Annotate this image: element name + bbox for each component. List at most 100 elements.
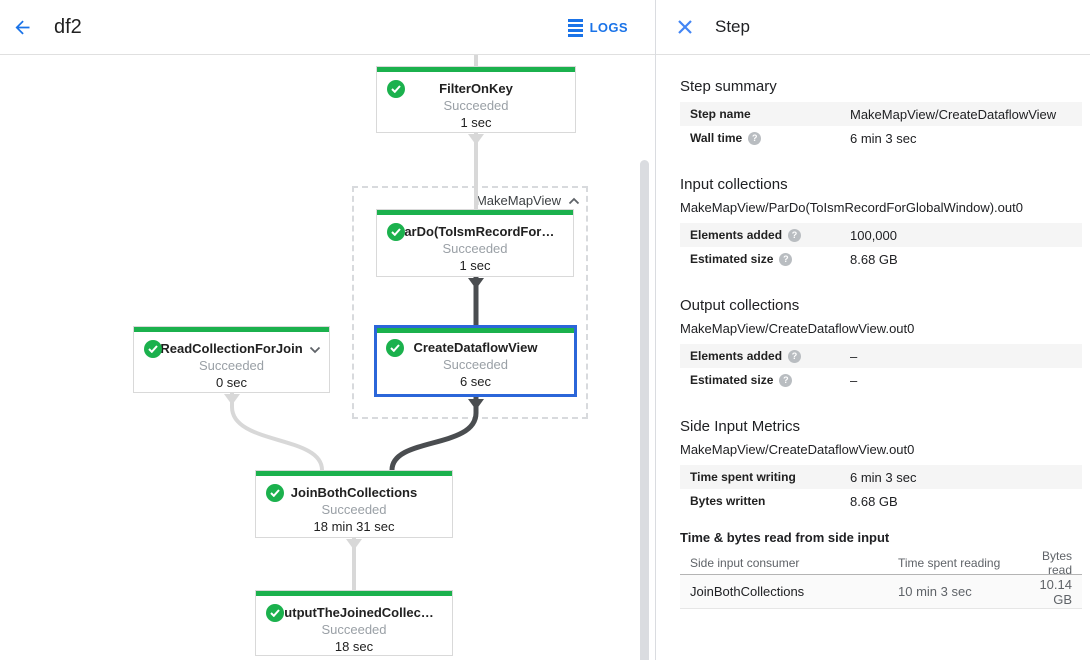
- node-status-bar: [256, 591, 452, 596]
- node-status: Succeeded: [321, 622, 387, 637]
- back-arrow-icon: [15, 20, 29, 34]
- succeeded-check-icon: [266, 604, 284, 622]
- kv-row-time-spent-writing: Time spent writing 6 min 3 sec: [680, 465, 1082, 489]
- node-status-bar: [377, 328, 574, 333]
- node-time: 0 sec: [215, 375, 248, 390]
- node-status: Succeeded: [442, 241, 508, 256]
- succeeded-check-icon: [144, 340, 162, 358]
- kv-label: Estimated size: [690, 373, 774, 387]
- help-icon[interactable]: [779, 252, 793, 266]
- kv-label: Bytes written: [690, 494, 766, 508]
- kv-row-estimated-size: Estimated size –: [680, 368, 1082, 392]
- node-title: ReadCollectionForJoin: [160, 341, 303, 356]
- cell-consumer: JoinBothCollections: [690, 584, 805, 599]
- node-title: ParDo(ToIsmRecordFor…: [395, 224, 555, 239]
- kv-label: Step name: [690, 107, 751, 121]
- table-row: JoinBothCollections 10 min 3 sec 10.14 G…: [680, 575, 1082, 609]
- node-status: Succeeded: [442, 357, 509, 372]
- graph-node-joinbothcollections[interactable]: JoinBothCollections Succeeded 18 min 31 …: [255, 470, 453, 538]
- group-toggle[interactable]: MakeMapView: [476, 193, 580, 208]
- kv-label: Estimated size: [690, 252, 774, 266]
- kv-value: 8.68 GB: [850, 493, 898, 509]
- graph-node-createdataflowview[interactable]: CreateDataflowView Succeeded 6 sec: [374, 325, 577, 397]
- node-time: 18 sec: [334, 639, 374, 654]
- node-time: 6 sec: [459, 374, 492, 389]
- node-status: Succeeded: [321, 502, 387, 517]
- node-time: 18 min 31 sec: [313, 519, 395, 534]
- graph-node-readcollectionforjoin[interactable]: ReadCollectionForJoin Succeeded 0 sec: [133, 326, 330, 393]
- panel-title: Step: [715, 17, 750, 36]
- node-title: CreateDataflowView: [413, 340, 538, 355]
- kv-value: 8.68 GB: [850, 251, 898, 267]
- chevron-down-icon[interactable]: [309, 341, 321, 359]
- col-header-time: Time spent reading: [898, 556, 1001, 570]
- graph-node-pardo[interactable]: ParDo(ToIsmRecordFor… Succeeded 1 sec: [376, 209, 574, 277]
- graph-node-outputthejoinedcollection[interactable]: OutputTheJoinedCollec… Succeeded 18 sec: [255, 590, 453, 656]
- cell-time: 10 min 3 sec: [898, 584, 972, 599]
- kv-value: MakeMapView/CreateDataflowView: [850, 106, 1057, 122]
- node-title: FilterOnKey: [439, 81, 513, 96]
- kv-value: 6 min 3 sec: [850, 130, 917, 146]
- back-button[interactable]: [0, 0, 44, 55]
- graph-node-filteronkey[interactable]: FilterOnKey Succeeded 1 sec: [376, 66, 576, 133]
- succeeded-check-icon: [266, 484, 284, 502]
- cell-bytes: 10.14 GB: [1039, 576, 1072, 607]
- node-status-bar: [377, 210, 573, 215]
- side-input-table: Side input consumer Time spent reading B…: [680, 549, 1082, 609]
- chevron-up-icon: [568, 197, 580, 204]
- help-icon[interactable]: [788, 228, 802, 242]
- kv-row-elements-added: Elements added –: [680, 344, 1082, 368]
- table-header-row: Side input consumer Time spent reading B…: [680, 549, 1082, 577]
- composite-group-makemapview: MakeMapView: [352, 186, 588, 419]
- kv-value: –: [850, 348, 858, 364]
- node-time: 1 sec: [460, 115, 492, 130]
- col-header-consumer: Side input consumer: [690, 556, 800, 570]
- table-heading: Time & bytes read from side input: [680, 530, 890, 545]
- succeeded-check-icon: [386, 339, 404, 357]
- group-label: MakeMapView: [475, 193, 561, 208]
- kv-row-step-name: Step name MakeMapView/CreateDataflowView: [680, 102, 1082, 126]
- section-heading-step-summary: Step summary: [680, 78, 777, 95]
- kv-label: Elements added: [690, 349, 783, 363]
- logs-button[interactable]: LOGS: [567, 0, 628, 55]
- step-details-panel: Step summary Step name MakeMapView/Creat…: [656, 55, 1090, 660]
- node-status: Succeeded: [198, 358, 265, 373]
- top-bar: df2 LOGS: [0, 0, 656, 55]
- section-heading-side-input-metrics: Side Input Metrics: [680, 418, 801, 435]
- kv-label: Time spent writing: [690, 470, 796, 484]
- collection-name: MakeMapView/ParDo(ToIsmRecordForGlobalWi…: [680, 200, 1023, 215]
- node-title: OutputTheJoinedCollec…: [274, 605, 434, 620]
- node-status-bar: [256, 471, 452, 476]
- graph-scrollbar[interactable]: [640, 160, 649, 660]
- succeeded-check-icon: [387, 80, 405, 98]
- help-icon[interactable]: [788, 349, 802, 363]
- help-icon[interactable]: [779, 373, 793, 387]
- help-icon[interactable]: [748, 131, 762, 145]
- graph-edges: [224, 55, 484, 590]
- kv-row-estimated-size: Estimated size 8.68 GB: [680, 247, 1082, 271]
- kv-value: 6 min 3 sec: [850, 469, 917, 485]
- close-icon[interactable]: [677, 19, 693, 35]
- kv-row-elements-added: Elements added 100,000: [680, 223, 1082, 247]
- section-heading-input-collections: Input collections: [680, 176, 788, 193]
- collection-name: MakeMapView/CreateDataflowView.out0: [680, 442, 915, 457]
- kv-value: 100,000: [850, 227, 897, 243]
- panel-divider: [655, 0, 656, 660]
- logs-list-icon: [567, 18, 583, 37]
- succeeded-check-icon: [387, 223, 405, 241]
- node-status: Succeeded: [443, 98, 509, 113]
- kv-label: Elements added: [690, 228, 783, 242]
- job-title: df2: [54, 15, 82, 38]
- kv-row-bytes-written: Bytes written 8.68 GB: [680, 489, 1082, 513]
- collection-name: MakeMapView/CreateDataflowView.out0: [680, 321, 915, 336]
- logs-label: LOGS: [589, 20, 628, 35]
- kv-row-wall-time: Wall time 6 min 3 sec: [680, 126, 1082, 150]
- node-title: JoinBothCollections: [290, 485, 418, 500]
- job-graph-canvas[interactable]: MakeMapView FilterOnKey Succeeded 1: [0, 55, 655, 660]
- col-header-bytes: Bytes read: [1041, 549, 1072, 577]
- node-status-bar: [134, 327, 329, 332]
- step-panel-header: Step: [656, 0, 1090, 55]
- node-time: 1 sec: [459, 258, 491, 273]
- section-heading-output-collections: Output collections: [680, 297, 800, 314]
- kv-value: –: [850, 372, 858, 388]
